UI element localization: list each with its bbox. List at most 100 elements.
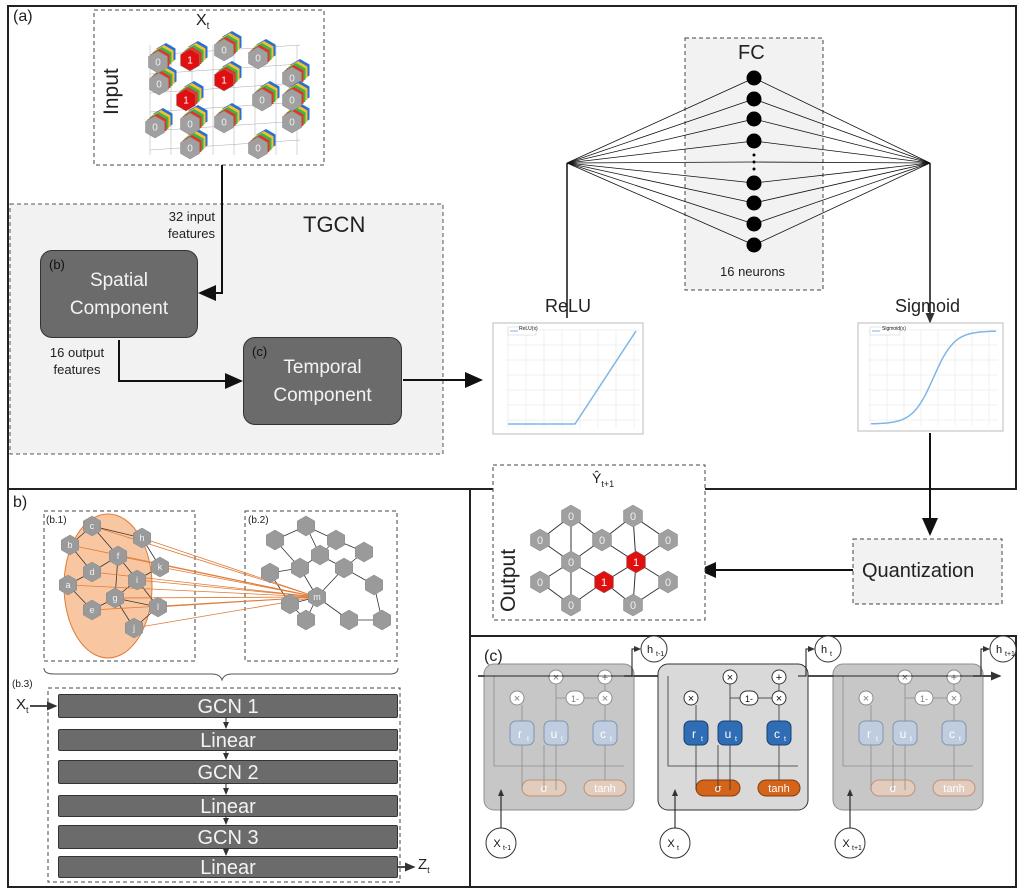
b1-node-l: l xyxy=(149,596,167,618)
input-title: Input xyxy=(100,68,123,115)
svg-text:r: r xyxy=(518,727,522,741)
relu-label: ReLU xyxy=(545,296,592,316)
temporal-tag: (c) xyxy=(252,344,268,359)
svg-text:h: h xyxy=(821,644,827,656)
output-node: 0 xyxy=(623,504,643,528)
b3-label: (b.3) xyxy=(12,679,33,690)
svg-text:c: c xyxy=(90,521,95,531)
svg-text:0: 0 xyxy=(665,577,671,589)
output-node: 1 xyxy=(626,550,646,574)
svg-text:t: t xyxy=(561,736,563,743)
svg-text:t: t xyxy=(910,736,912,743)
svg-text:1: 1 xyxy=(221,76,227,87)
svg-text:×: × xyxy=(553,672,559,684)
input-node: 0 xyxy=(282,110,302,134)
svg-text:tanh: tanh xyxy=(594,783,615,795)
output-variable: Ŷt+1 xyxy=(592,470,615,489)
output-node: 1 xyxy=(594,570,614,594)
svg-text:t: t xyxy=(876,736,878,743)
fc-neuron xyxy=(746,111,762,127)
svg-text:0: 0 xyxy=(630,511,636,523)
svg-text:×: × xyxy=(776,693,782,705)
linear-layer-1: Linear xyxy=(58,729,398,752)
svg-text:u: u xyxy=(900,727,907,741)
svg-text:e: e xyxy=(89,605,94,615)
sigmoid-plot xyxy=(857,322,1004,432)
b1-node-d: d xyxy=(83,561,101,583)
input-node: 1 xyxy=(214,68,234,92)
panel-b-label: b) xyxy=(13,494,28,511)
multiply-op: × xyxy=(509,690,525,706)
gcn-layer-2: GCN 2 xyxy=(58,760,398,784)
svg-text:t: t xyxy=(735,736,737,743)
input-to-spatial-arrow xyxy=(198,165,223,301)
one-minus-op: 1- xyxy=(565,690,585,706)
b1-node-h: h xyxy=(133,527,151,549)
svg-text:tanh: tanh xyxy=(943,783,964,795)
input-node: 0 xyxy=(248,136,268,160)
svg-text:c: c xyxy=(949,727,955,741)
b2-node xyxy=(291,557,309,579)
b2-node xyxy=(365,574,383,596)
svg-text:t: t xyxy=(701,736,703,743)
svg-text:0: 0 xyxy=(537,535,543,547)
spatial-to-temporal-arrow xyxy=(118,340,243,389)
svg-text:t+1: t+1 xyxy=(852,845,862,852)
multiply-op: × xyxy=(597,690,613,706)
multiply-op: × xyxy=(897,669,913,685)
svg-text:+: + xyxy=(951,672,957,684)
output-node: 0 xyxy=(561,504,581,528)
b1-node-j: j xyxy=(125,617,143,639)
add-op: + xyxy=(771,669,787,685)
input-node: 1 xyxy=(176,88,196,112)
svg-text:b: b xyxy=(67,540,72,550)
svg-text:0: 0 xyxy=(221,46,227,57)
svg-text:0: 0 xyxy=(665,535,671,547)
multiply-op: × xyxy=(548,669,564,685)
sigmoid-label: Sigmoid xyxy=(895,296,961,316)
b2-node xyxy=(335,557,353,579)
quantization-box xyxy=(852,538,1003,605)
svg-text:X: X xyxy=(842,838,850,850)
svg-text:t-1: t-1 xyxy=(503,845,511,852)
tanh-activation: tanh xyxy=(583,779,627,797)
fc-neuron xyxy=(746,133,762,149)
gcn-input-variable: Xt xyxy=(16,696,29,715)
svg-text:×: × xyxy=(951,693,957,705)
multiply-op: × xyxy=(722,669,738,685)
multiply-op: × xyxy=(946,690,962,706)
svg-text:t+1: t+1 xyxy=(1005,651,1015,658)
svg-text:0: 0 xyxy=(155,58,161,69)
b1-node-k: k xyxy=(151,556,169,578)
multiply-op: × xyxy=(771,690,787,706)
fc-neuron xyxy=(746,70,762,86)
sigmoid-legend: Sigmoid(x) xyxy=(882,326,906,332)
input-node: 0 xyxy=(214,38,234,62)
svg-text:1: 1 xyxy=(601,577,607,589)
svg-text:u: u xyxy=(551,727,558,741)
svg-text:tanh: tanh xyxy=(768,783,789,795)
svg-text:1: 1 xyxy=(183,96,189,107)
input-node: 0 xyxy=(148,50,168,74)
svg-text:t: t xyxy=(527,736,529,743)
svg-text:0: 0 xyxy=(255,144,261,155)
svg-text:t-1: t-1 xyxy=(656,651,664,658)
fc-title: FC xyxy=(738,42,765,64)
fc-network xyxy=(566,70,931,253)
output-node: 0 xyxy=(561,593,581,617)
